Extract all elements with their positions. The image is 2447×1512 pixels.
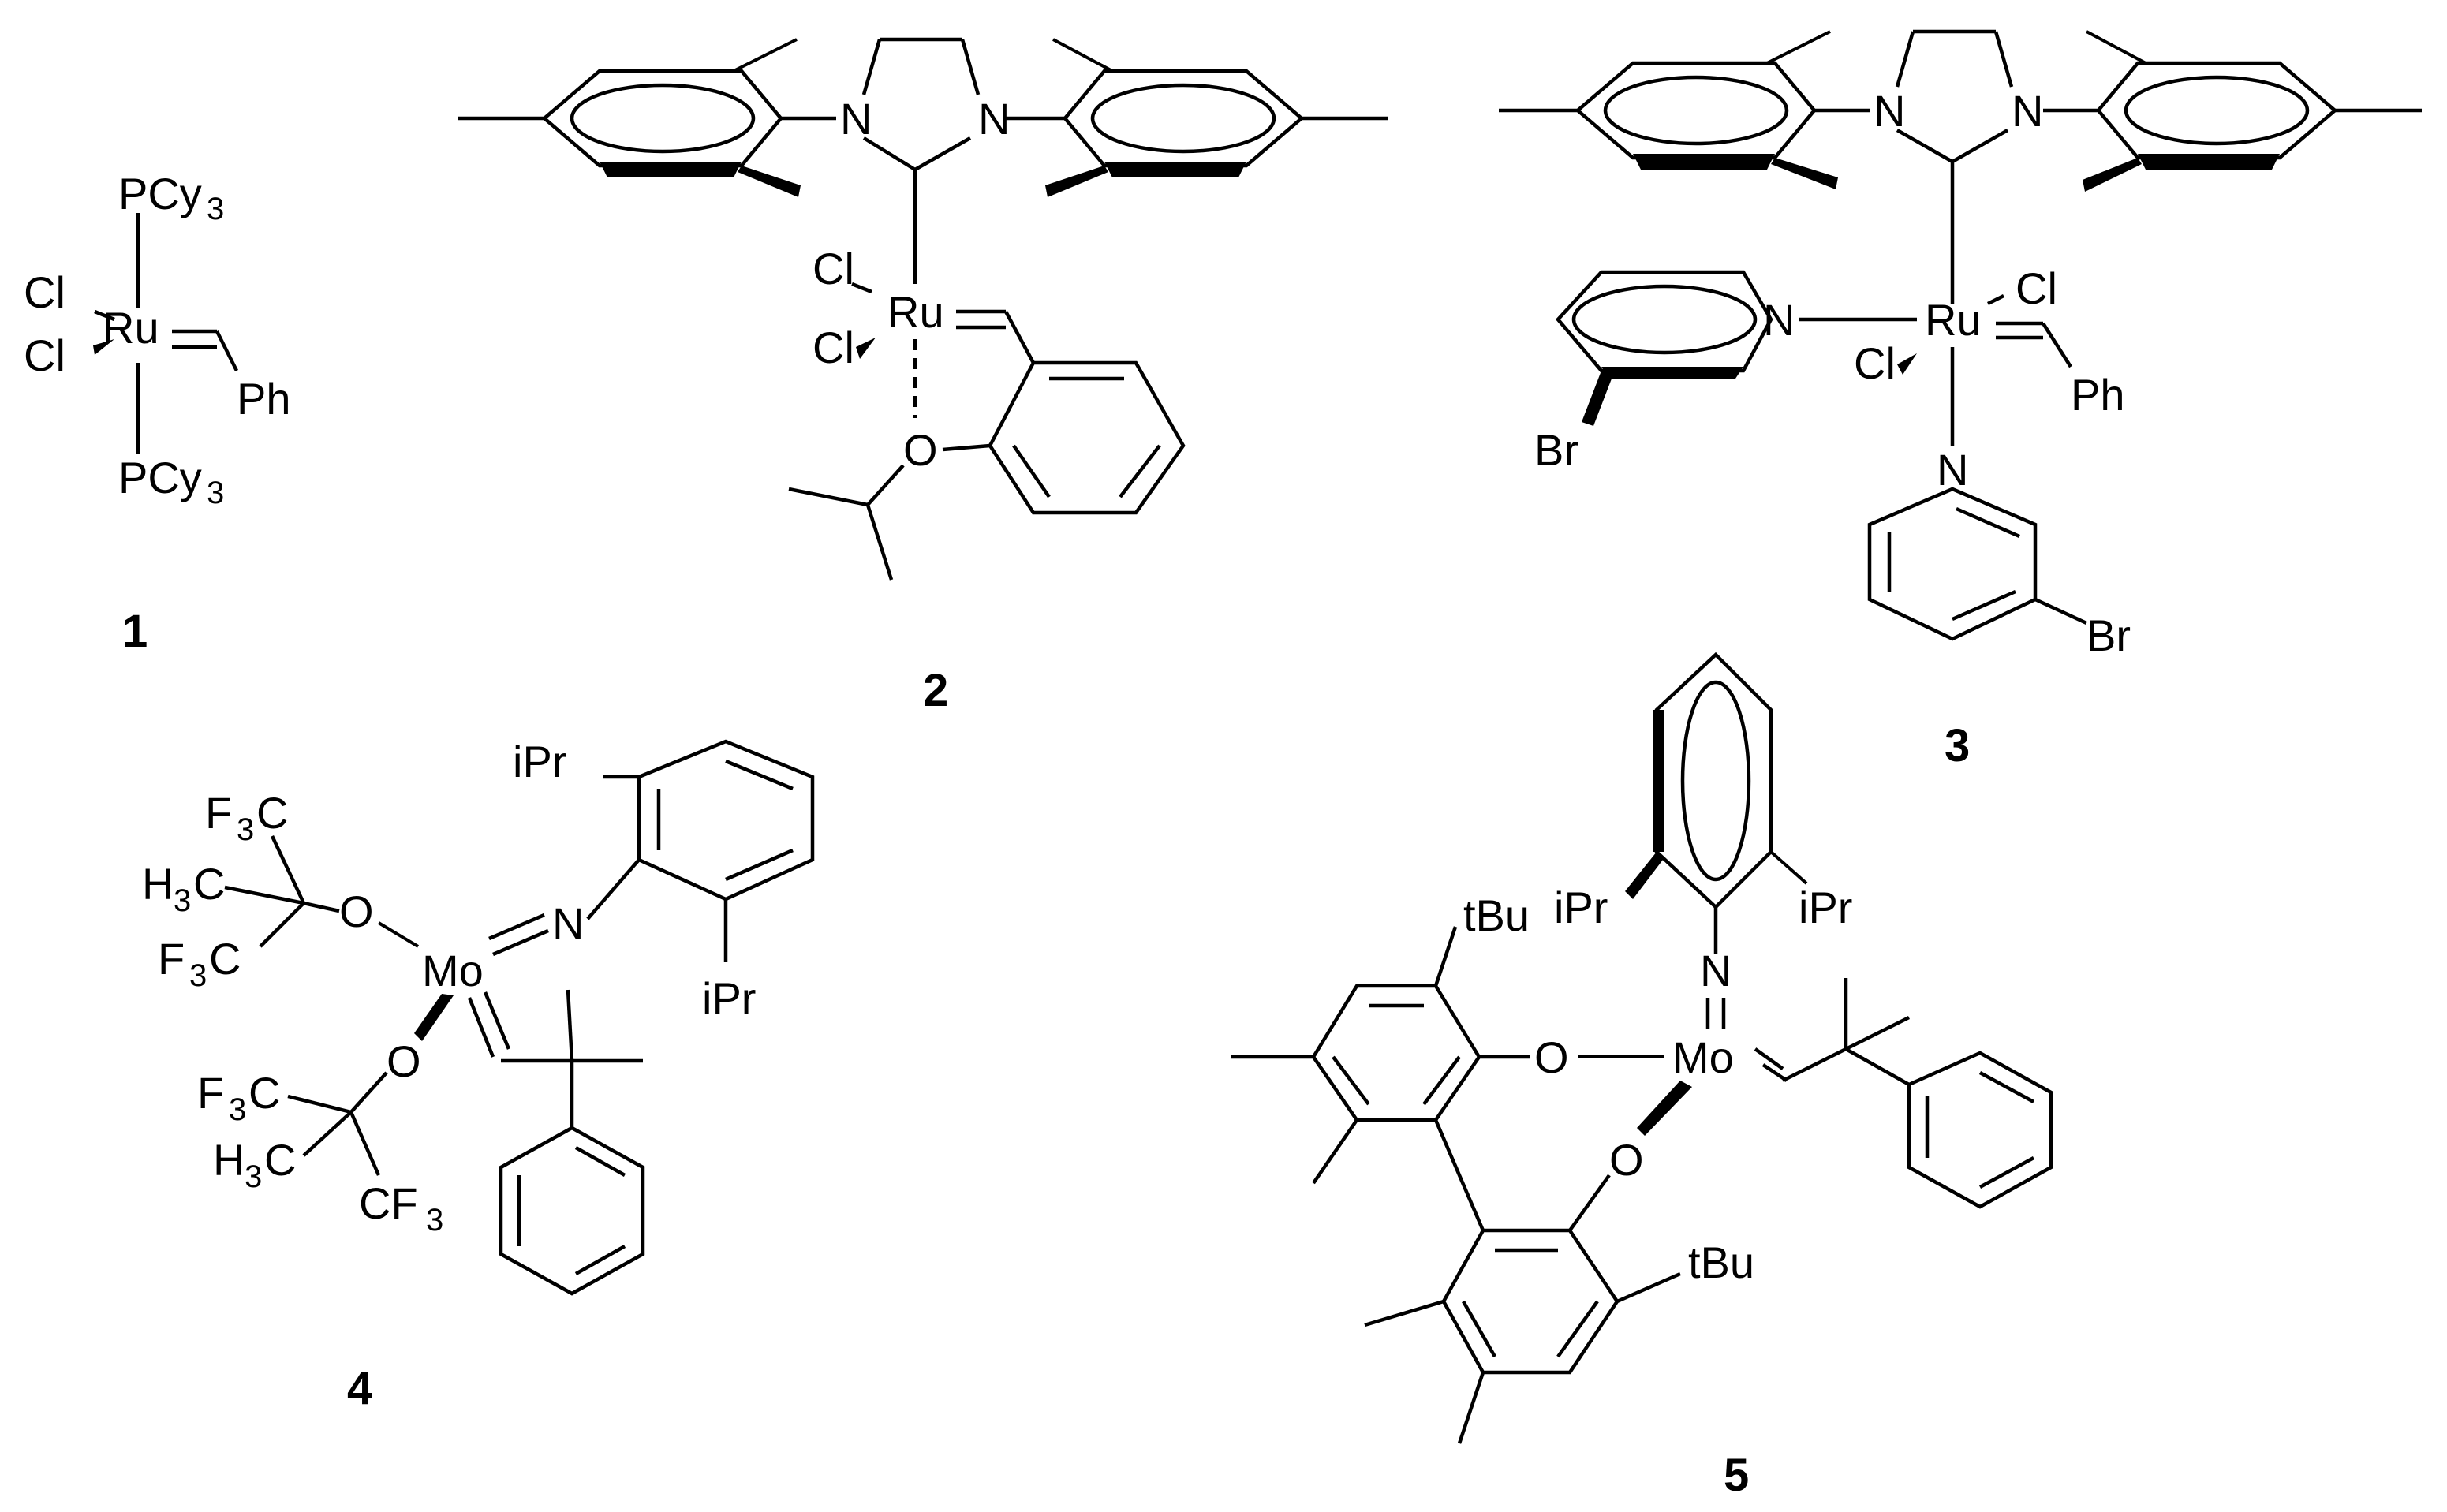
ph-label: Ph [237,374,291,424]
h3c-top-c: C [193,859,225,909]
ru-label: Ru [887,287,944,337]
o-label-1: O [1534,1032,1569,1082]
compound-number: 3 [1945,720,1970,771]
h3c-top-subscript: 3 [174,883,191,918]
f3c-bottom-subscript: 3 [229,1092,246,1127]
h3c-bottom-h: H [213,1135,245,1185]
br-label-1: Br [1534,425,1578,475]
f3c-mid-f: F [158,934,185,984]
f3c-mid-c: C [209,934,241,984]
mo-label: Mo [422,946,484,995]
compound-number: 1 [122,606,148,657]
compound-number: 5 [1724,1450,1749,1501]
cl-label-2: Cl [813,323,854,372]
ph-label: Ph [2071,370,2125,420]
n-pyridine-label-2: N [1937,445,1968,495]
tbu-label-1: tBu [1463,890,1530,940]
compound-5: iPr iPr N Mo tBu O O [1231,651,2053,1501]
br-label-2: Br [2086,610,2131,660]
compound-1: PCy 3 Cl Cl Ru Ph PCy 3 1 [24,169,291,657]
o-label-1: O [339,887,374,936]
mo-label: Mo [1672,1032,1734,1082]
ru-label: Ru [1925,295,1982,345]
cf3-bottom-label: CF [359,1178,418,1228]
f3c-bottom-c: C [248,1068,280,1118]
ipr-label-1: iPr [513,737,566,786]
n-label-2: N [2012,86,2043,136]
f3c-top-c: C [256,788,288,838]
ipr-label-2: iPr [702,973,756,1023]
compound-number: 2 [923,665,948,716]
o-label: O [903,425,938,475]
compound-number: 4 [347,1363,372,1414]
n-label: N [1700,946,1732,995]
pcy3-bottom-subscript: 3 [207,476,224,510]
f3c-top-subscript: 3 [237,812,254,847]
o-label-2: O [1609,1135,1644,1185]
cl-label-1: Cl [2016,263,2057,313]
compound-4: iPr iPr N Mo F 3 C H 3 C O F 3 C O [142,737,815,1414]
pcy3-top-subscript: 3 [207,192,224,226]
f3c-bottom-f: F [197,1068,224,1118]
n-label: N [552,898,584,948]
n-pyridine-label-1: N [1763,295,1795,345]
cf3-bottom-subscript: 3 [426,1203,443,1238]
pcy3-top-label: PCy [118,169,202,218]
ru-label: Ru [103,303,159,353]
cl-label-2: Cl [24,330,65,380]
f3c-top-f: F [205,788,232,838]
f3c-mid-subscript: 3 [189,958,207,993]
compound-3: N N Br N Ru Cl Cl Ph N Br 3 [1499,29,2422,771]
pcy3-bottom-label: PCy [118,453,202,502]
n-label-1: N [840,94,872,144]
h3c-bottom-c: C [264,1135,296,1185]
ipr-label-2: iPr [1799,883,1852,932]
n-label-1: N [1874,86,1905,136]
compound-2: N N Cl Cl Ru O 2 [458,37,1388,716]
h3c-bottom-subscript: 3 [245,1159,262,1194]
cl-label-1: Cl [24,267,65,317]
cl-label-2: Cl [1854,338,1896,388]
cl-label-1: Cl [813,244,854,293]
o-label-2: O [387,1036,421,1086]
n-label-2: N [978,94,1010,144]
h3c-top-h: H [142,859,174,909]
ipr-label-1: iPr [1554,883,1608,932]
tbu-label-2: tBu [1688,1238,1754,1287]
